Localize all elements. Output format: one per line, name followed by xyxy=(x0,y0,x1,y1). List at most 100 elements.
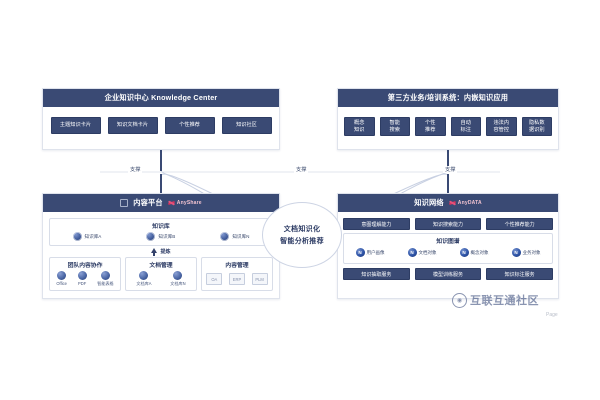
anydata-logo-mark xyxy=(448,200,456,207)
source-item[interactable]: 智能表格 xyxy=(97,271,114,287)
knowledge-base-item[interactable]: 知识库N xyxy=(220,232,249,241)
graph-entity[interactable]: N 用户画像 xyxy=(355,248,385,257)
sphere-icon xyxy=(146,232,156,241)
kc-card-4[interactable]: 知识社区 xyxy=(221,117,272,134)
panel-third-party-title-text: 第三方业务/培训系统：内嵌知识应用 xyxy=(387,93,509,102)
tp-card-4[interactable]: 自动 标注 xyxy=(450,117,481,136)
up-arrow-icon xyxy=(151,247,158,256)
tp-card-5[interactable]: 违法内 容管控 xyxy=(486,117,517,136)
group-document-management-items: 文档库A 文档库N xyxy=(127,269,195,287)
knowledge-base-items: 知识库A 知识库B 知识库N xyxy=(50,230,272,241)
page-label: Page xyxy=(546,312,558,318)
group-content-management: 内容管理 OA ERP PLM xyxy=(201,257,273,291)
graph-entity[interactable]: N 文档对象 xyxy=(407,248,437,257)
tp-card-1-line1: 概念 xyxy=(354,120,365,126)
system-tag-erp[interactable]: ERP xyxy=(228,273,245,285)
capability-1[interactable]: 意图理解能力 xyxy=(343,218,410,230)
anyshare-logo-text: AnyShare xyxy=(176,200,202,206)
source-item-label: 文档库N xyxy=(170,281,186,286)
tp-card-2-line2: 搜索 xyxy=(389,126,400,133)
smart-table-icon xyxy=(100,271,110,280)
knowledge-base-item[interactable]: 知识库A xyxy=(72,232,102,241)
panel-knowledge-center: 企业知识中心 Knowledge Center 主题知识卡片 知识文档卡片 个性… xyxy=(42,88,280,150)
panel-third-party-body: 概念 知识 智能 搜索 个性 推荐 自动 标注 违法内 容管控 xyxy=(338,107,558,141)
panel-knowledge-network-body: 意图理解能力 知识搜索能力 个性推荐能力 知识图谱 N 用户画像 N 文档对象 xyxy=(338,212,558,283)
source-item[interactable]: PDF xyxy=(77,271,87,286)
source-item-label: PDF xyxy=(78,281,87,286)
tp-card-3[interactable]: 个性 推荐 xyxy=(415,117,446,136)
network-node-icon: N xyxy=(355,248,365,257)
group-team-collaboration-items: Office PDF 智能表格 xyxy=(51,269,119,287)
panel-knowledge-network-title: 知识网络 AnyDATA xyxy=(338,194,558,212)
anydata-logo: AnyDATA xyxy=(448,200,482,207)
knowledge-base-item-label: 知识库A xyxy=(84,233,102,239)
graph-entity-label: 业务对象 xyxy=(522,249,541,255)
tp-card-3-line2: 推荐 xyxy=(425,126,436,133)
connector-tp-down xyxy=(447,150,449,171)
knowledge-base-title: 知识库 xyxy=(152,224,170,230)
panel-content-platform-title-text: 内容平台 xyxy=(133,198,163,207)
graph-entity-label: 用户画像 xyxy=(366,249,385,255)
group-team-collaboration-title: 团队内容协作 xyxy=(67,263,103,269)
system-tag-oa[interactable]: OA xyxy=(206,273,223,285)
graph-entity[interactable]: N 业务对象 xyxy=(511,248,541,257)
panel-knowledge-network: 知识网络 AnyDATA 意图理解能力 知识搜索能力 个性推荐能力 知识图谱 N… xyxy=(337,193,559,299)
network-node-icon: N xyxy=(459,248,469,257)
knowledge-base-item-label: 知识库B xyxy=(158,233,176,239)
center-concept-line1: 文档知识化 xyxy=(283,226,321,233)
watermark-logo-icon: ◉ xyxy=(452,292,467,308)
anydata-logo-text: AnyDATA xyxy=(457,200,482,206)
kc-card-2[interactable]: 知识文档卡片 xyxy=(107,117,158,134)
kc-card-1[interactable]: 主题知识卡片 xyxy=(50,117,101,134)
group-content-management-items: OA ERP PLM xyxy=(203,269,271,285)
knowledge-center-card-row: 主题知识卡片 知识文档卡片 个性推荐 知识社区 xyxy=(49,112,273,134)
support-label-center: 支撑 xyxy=(294,166,309,173)
tp-card-1-line2: 知识 xyxy=(354,126,365,133)
tp-card-2-line1: 智能 xyxy=(389,120,400,126)
capability-2[interactable]: 知识搜索能力 xyxy=(414,218,482,230)
anyshare-logo: AnyShare xyxy=(167,200,202,207)
service-1[interactable]: 知识抽取服务 xyxy=(343,268,410,280)
panel-knowledge-network-title-text: 知识网络 xyxy=(414,198,444,207)
building-icon xyxy=(120,199,129,207)
tp-card-6-line1: 隐私数 xyxy=(528,120,545,126)
group-content-management-title: 内容管理 xyxy=(225,263,249,269)
tp-card-1[interactable]: 概念 知识 xyxy=(344,117,375,136)
support-label-left: 支撑 xyxy=(128,166,143,173)
panel-content-platform: 内容平台 AnyShare 知识库 知识库A 知识库B xyxy=(42,193,280,299)
capability-3[interactable]: 个性推荐能力 xyxy=(486,218,554,230)
source-item-label: 智能表格 xyxy=(97,281,114,286)
knowledge-graph-box: 知识图谱 N 用户画像 N 文档对象 N 概念对象 N xyxy=(343,233,553,264)
knowledge-base-item[interactable]: 知识库B xyxy=(146,232,175,241)
center-concept-line2: 智能分析推荐 xyxy=(280,238,324,245)
service-3[interactable]: 知识标注服务 xyxy=(486,268,554,280)
content-source-groups: 团队内容协作 Office PDF 智能表格 xyxy=(49,257,273,291)
kc-card-3[interactable]: 个性推荐 xyxy=(164,117,215,134)
watermark: ◉ 互联互通社区 xyxy=(452,292,539,308)
tp-card-2[interactable]: 智能 搜索 xyxy=(379,117,410,136)
knowledge-graph-entities: N 用户画像 N 文档对象 N 概念对象 N 业务对象 xyxy=(344,245,552,257)
tp-card-3-line1: 个性 xyxy=(425,120,436,126)
source-item[interactable]: Office xyxy=(56,271,67,286)
tp-card-5-line2: 容管控 xyxy=(493,126,510,133)
knowledge-graph-title: 知识图谱 xyxy=(436,239,460,245)
sphere-icon xyxy=(72,232,82,241)
tp-card-5-line1: 违法内 xyxy=(493,120,510,126)
panel-third-party: 第三方业务/培训系统：内嵌知识应用 概念 知识 智能 搜索 个性 推荐 自动 标 xyxy=(337,88,559,150)
system-tag-plm[interactable]: PLM xyxy=(251,273,268,285)
document-library-icon xyxy=(173,271,183,280)
tp-card-4-line2: 标注 xyxy=(460,126,471,133)
tp-card-4-line1: 自动 xyxy=(460,120,471,126)
source-item[interactable]: 文档库A xyxy=(136,271,151,287)
service-2[interactable]: 模型训练服务 xyxy=(414,268,482,280)
graph-entity[interactable]: N 概念对象 xyxy=(459,248,489,257)
graph-entity-label: 概念对象 xyxy=(470,249,489,255)
source-item-label: Office xyxy=(56,281,67,286)
third-party-card-row: 概念 知识 智能 搜索 个性 推荐 自动 标注 违法内 容管控 xyxy=(344,112,552,136)
graph-entity-label: 文档对象 xyxy=(418,249,437,255)
connector-kc-down xyxy=(160,150,162,171)
source-item[interactable]: 文档库N xyxy=(170,271,186,287)
watermark-text: 互联互通社区 xyxy=(470,295,539,307)
tp-card-6[interactable]: 隐私数 据识别 xyxy=(521,117,552,136)
